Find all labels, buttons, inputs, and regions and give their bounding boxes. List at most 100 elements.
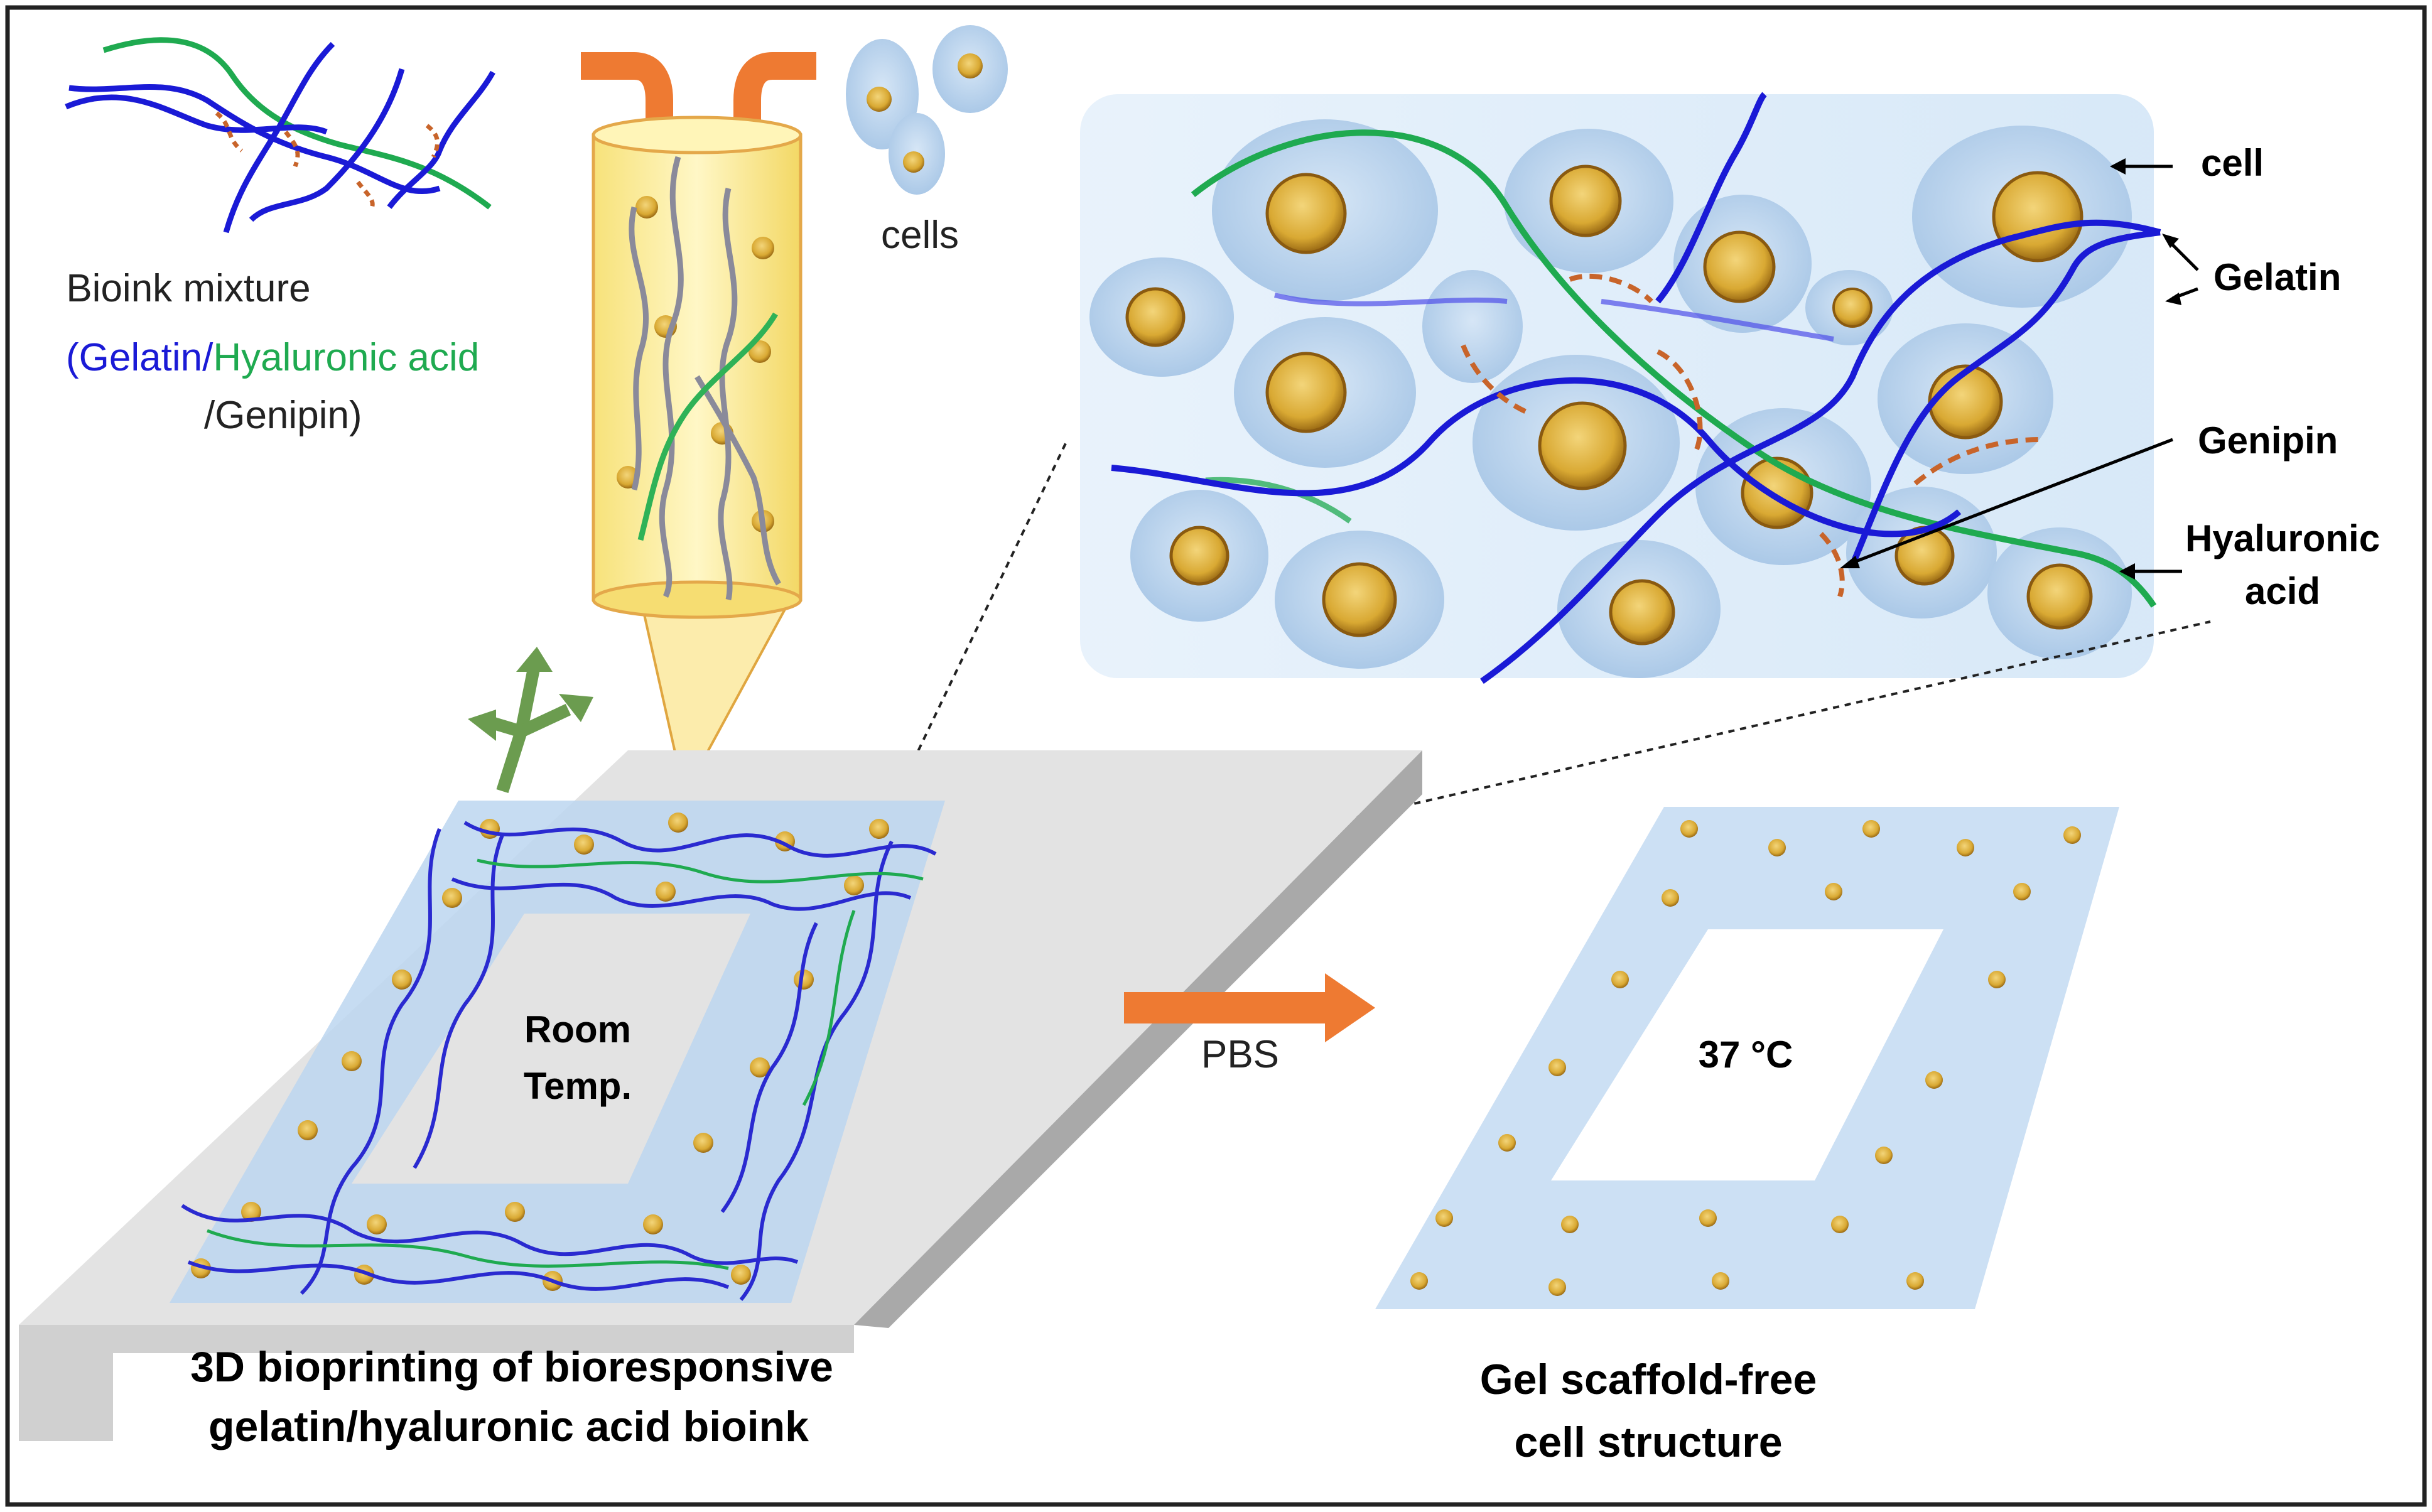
zoom-genipin-link [1913, 437, 2041, 486]
zoom-nucleus [1169, 526, 1230, 586]
zoom-nucleus [1609, 579, 1675, 645]
scaffold-cell-nucleus [392, 969, 412, 990]
scaffold-hyaluronic-strand [802, 910, 856, 1106]
syringe-cell [635, 196, 658, 219]
genipin-pointer [1846, 438, 2173, 567]
syringe-hyaluronic-strand [637, 312, 778, 541]
axis-z [515, 667, 540, 733]
syringe-bottom [592, 580, 803, 619]
scaffold-free-structure: 37 °C [1375, 807, 2119, 1309]
scaffold-cell-nucleus [342, 1051, 362, 1071]
structure-cell-nucleus [1662, 889, 1679, 907]
structure-cell-nucleus [2013, 883, 2031, 900]
legend-gelatin-strand-1 [65, 94, 328, 135]
scaffold-cell-nucleus [298, 1120, 318, 1140]
pbs-arrow-shaft [1124, 992, 1331, 1023]
zoom-nucleus [1549, 165, 1622, 237]
scaffold-hole [352, 914, 750, 1184]
cells-label: cells [881, 213, 959, 257]
scaffold-hyaluronic-strand [477, 858, 924, 883]
legend-gelatin-strand-4 [249, 68, 405, 222]
zoom-nucleus [1538, 401, 1627, 490]
axis-x [518, 703, 571, 738]
legend-title: Bioink mixture [66, 267, 310, 310]
zoom-hyaluronic-strand [1191, 129, 2157, 608]
structure-cell-nucleus [1410, 1272, 1428, 1290]
structure-cell-nucleus [1831, 1216, 1849, 1233]
structure-cell-nucleus [1906, 1272, 1924, 1290]
syringe-cell [749, 340, 771, 363]
zoom-nucleus [1265, 173, 1347, 254]
zoom-label-gelatin: Gelatin [2213, 256, 2341, 298]
structure-cell-nucleus [2063, 826, 2081, 844]
structure-cell-nucleus [1925, 1071, 1943, 1089]
structure-cell-nucleus [1712, 1272, 1729, 1290]
zoom-nucleus [1265, 352, 1347, 433]
caption-right-line-1: Gel scaffold-free [1480, 1356, 1817, 1403]
structure-cell-nucleus [1680, 820, 1698, 838]
structure-cell-nucleus [1498, 1134, 1516, 1152]
legend-genipin-link-3 [356, 180, 375, 212]
structure-cell-nucleus [1435, 1209, 1453, 1227]
scaffold-cell-nucleus [693, 1133, 713, 1153]
scaffold-cell-nucleus [480, 819, 500, 839]
legend-gelatin-strand-3 [223, 41, 335, 234]
syringe-contents [617, 156, 781, 600]
scaffold-cell-nucleus [844, 875, 864, 895]
bioink-mixture-legend: Bioink mixture (Gelatin/Hyaluronic acid … [65, 37, 495, 437]
feed-arrow-left [581, 52, 673, 135]
bioprinter-syringe [581, 52, 816, 798]
structure-cell-nucleus [1768, 839, 1786, 856]
pbs-label: PBS [1201, 1033, 1279, 1076]
zoom-gelatin-strand [1655, 92, 1767, 304]
cells-illustration: cells [846, 25, 1008, 257]
axis-z-head [516, 647, 553, 672]
scaffold-gelatin-strand [451, 877, 912, 911]
free-cell-nucleus [958, 53, 983, 78]
scaffold-gelatin-strand [181, 1204, 799, 1265]
zoom-label-genipin: Genipin [2198, 419, 2338, 462]
zoom-nucleus [1992, 171, 2083, 262]
room-temp-label-2: Temp. [524, 1065, 632, 1107]
zoom-label-hyaluronic-2: acid [2245, 570, 2320, 612]
scaffold-gelatin-strand [720, 922, 818, 1213]
scaffold-cell-nucleus [750, 1057, 770, 1077]
gelatin-pointer-1-head [2162, 234, 2179, 248]
zoom-gelatin-strand [1849, 229, 2161, 566]
scaffold-cell-nucleus [241, 1202, 261, 1222]
zoom-genipin-link [1569, 273, 1653, 303]
plate-side [854, 750, 1422, 1328]
structure-cell-nucleus [1957, 839, 1974, 856]
scaffold-cell-nucleus [668, 813, 688, 833]
room-temp-label-1: Room [524, 1008, 631, 1050]
legend-genipin-line: /Genipin) [204, 394, 362, 437]
zoom-genipin-link [1461, 344, 1533, 417]
zoom-nucleus [1832, 288, 1873, 328]
structure-cell-nucleus [1611, 971, 1629, 988]
zoom-gelatin-strand [1480, 219, 2161, 684]
free-cell-nucleus [903, 151, 924, 173]
axes-icon [468, 647, 593, 794]
scaffold-cell-nucleus [505, 1202, 525, 1222]
scaffold-cell-nucleus [367, 1214, 387, 1234]
zoom-label-hyaluronic-1: Hyaluronic [2185, 517, 2380, 559]
legend-gelatin-strand-5 [387, 70, 495, 209]
zoom-nucleus [1703, 230, 1776, 303]
gelatin-pointer-2-head [2165, 293, 2181, 305]
caption-right-line-2: cell structure [1514, 1418, 1782, 1466]
syringe-gelatin-strand [718, 187, 738, 600]
zoom-nucleus [1741, 456, 1813, 529]
zoom-nucleus [1322, 562, 1397, 637]
structure-cell-nucleus [1988, 971, 2006, 988]
genipin-pointer-head [1840, 556, 1860, 568]
scaffold-cell-nucleus [869, 819, 889, 839]
scaffold-cell-nucleus [731, 1265, 751, 1285]
scaffold-cell-nucleus [643, 1214, 663, 1234]
zoom-cells [1089, 119, 2132, 678]
axis-down [496, 729, 527, 794]
structure-cell-nucleus [1548, 1059, 1566, 1076]
structure-cells [1410, 820, 2081, 1296]
zoom-genipin-link [1819, 532, 1845, 598]
scaffold-hyaluronic-strand [207, 1229, 729, 1270]
